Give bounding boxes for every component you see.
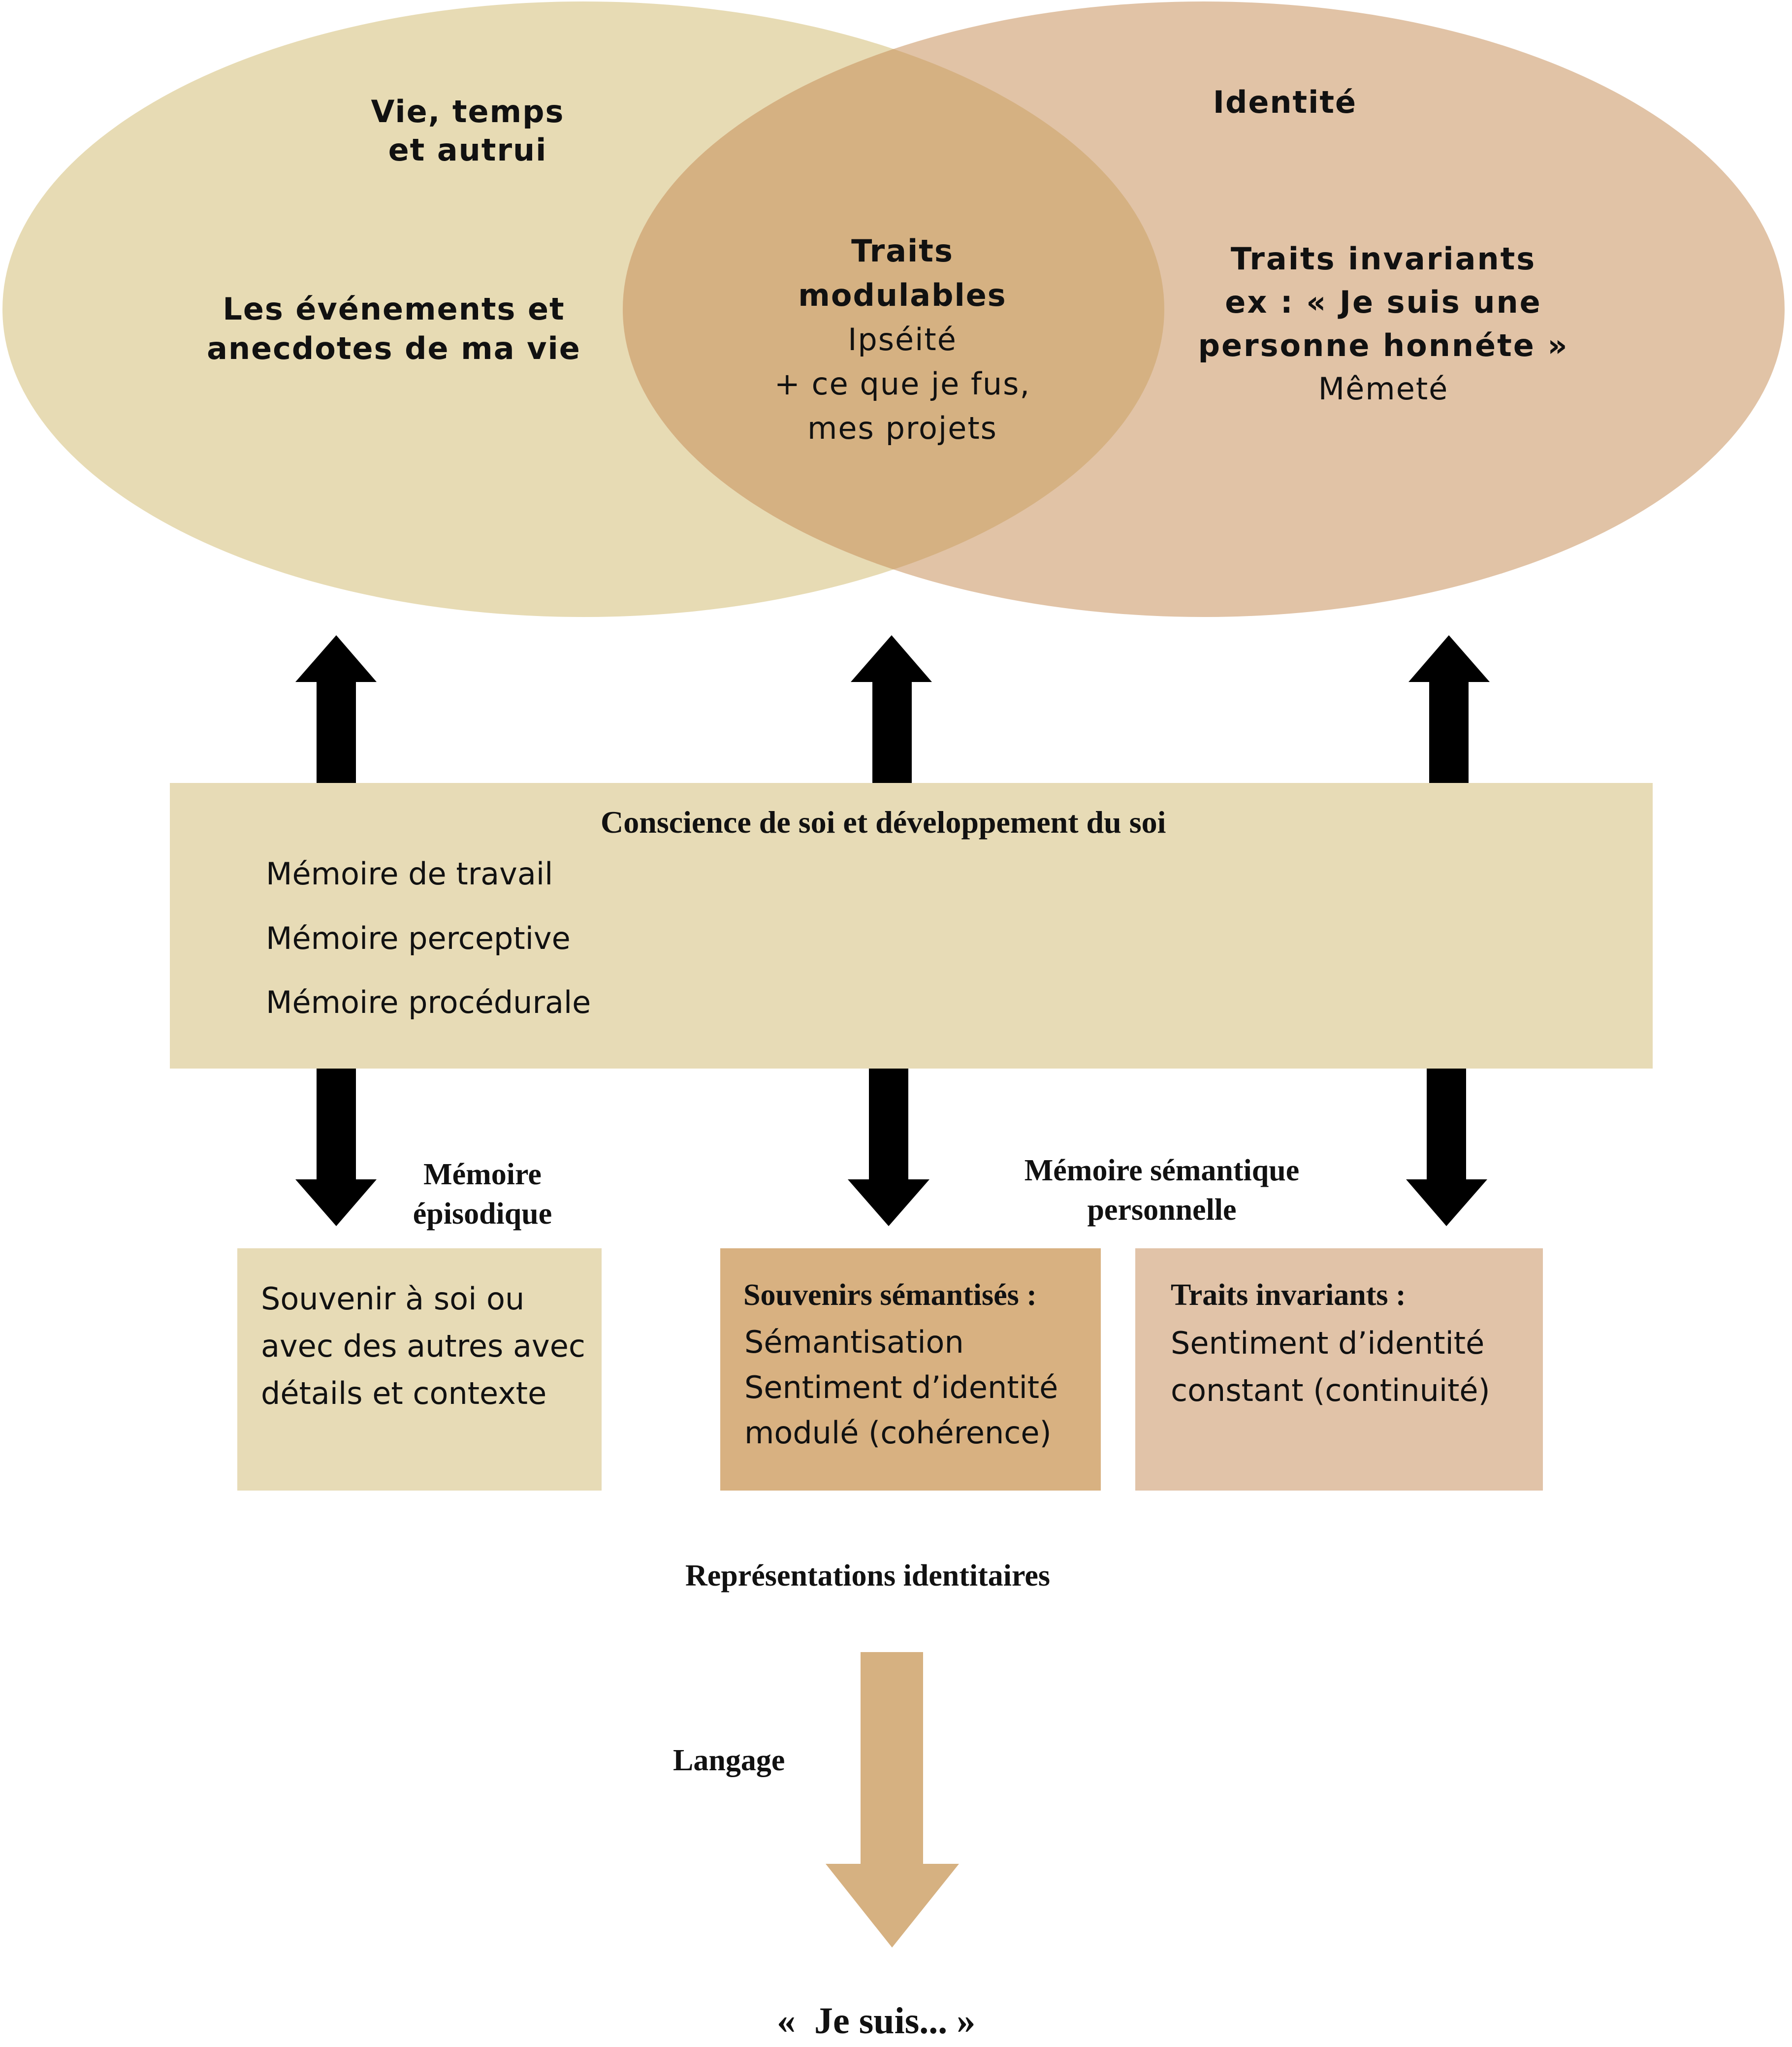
up-arrow-left bbox=[295, 635, 377, 783]
semanticized-box-text: Sémantisation Sentiment d’identité modul… bbox=[744, 1320, 1058, 1456]
semanticized-box-title: Souvenirs sémantisés : bbox=[743, 1278, 1037, 1312]
right-body-line-2: ex : « Je suis une bbox=[1225, 284, 1542, 320]
overlap-heading: Traits modulables bbox=[755, 229, 1050, 318]
identity-representations-label: Représentations identitaires bbox=[685, 1559, 1051, 1592]
semanticized-box-line-2: Sentiment d’identité bbox=[744, 1369, 1058, 1405]
episodic-box-line-3: détails et contexte bbox=[261, 1375, 547, 1411]
down-arrow-right bbox=[1406, 1069, 1487, 1226]
episodic-box-line-1: Souvenir à soi ou bbox=[261, 1281, 525, 1317]
left-heading-line-1: Vie, temps bbox=[371, 94, 565, 130]
episodic-label-line-2: épisodique bbox=[413, 1197, 552, 1231]
overlap-body-line-3: mes projets bbox=[807, 410, 997, 446]
language-label: Langage bbox=[673, 1744, 785, 1777]
overlap-region bbox=[623, 1, 1164, 617]
right-ellipse-body: Mêmeté bbox=[1318, 371, 1449, 407]
right-body-line-1: Traits invariants bbox=[1230, 241, 1536, 277]
overlap-body-line-1: Ipséité bbox=[848, 322, 957, 357]
band-title: Conscience de soi et développement du so… bbox=[601, 805, 1166, 840]
conclusion-label: « Je suis... » bbox=[777, 2000, 976, 2042]
up-arrow-center bbox=[851, 635, 932, 783]
band-item-procedural-memory: Mémoire procédurale bbox=[266, 984, 591, 1020]
down-arrow-left bbox=[295, 1069, 377, 1226]
invariant-box-title: Traits invariants : bbox=[1171, 1278, 1406, 1312]
band-item-perceptual-memory: Mémoire perceptive bbox=[266, 920, 571, 956]
invariant-box-line-1: Sentiment d’identité bbox=[1171, 1325, 1485, 1361]
band-item-working-memory: Mémoire de travail bbox=[266, 856, 553, 892]
invariant-traits-box bbox=[1135, 1248, 1543, 1491]
semanticized-memories-box bbox=[720, 1248, 1101, 1491]
overlap-body: Ipséité + ce que je fus, mes projets bbox=[730, 318, 1075, 451]
invariant-box-line-2: constant (continuité) bbox=[1171, 1372, 1490, 1408]
semantic-label-line-2: personnelle bbox=[1087, 1193, 1237, 1227]
left-body-line-2: anecdotes de ma vie bbox=[207, 330, 581, 366]
left-ellipse-heading: Vie, temps et autrui bbox=[320, 93, 615, 169]
episodic-box bbox=[237, 1248, 602, 1491]
right-ellipse-body-bold: Traits invariants ex : « Je suis une per… bbox=[1162, 237, 1605, 367]
up-arrow-right bbox=[1408, 635, 1490, 783]
right-ellipse-heading: Identité bbox=[1213, 84, 1357, 120]
semantic-memory-label: Mémoire sémantique personnelle bbox=[965, 1151, 1359, 1230]
episodic-box-text: Souvenir à soi ou avec des autres avec d… bbox=[261, 1275, 585, 1417]
semanticized-box-line-3: modulé (cohérence) bbox=[744, 1415, 1052, 1451]
right-body-line-3: personne honnéte » bbox=[1198, 327, 1569, 363]
left-body-line-1: Les événements et bbox=[223, 291, 565, 327]
semanticized-box-line-1: Sémantisation bbox=[744, 1324, 964, 1360]
overlap-heading-line-2: modulables bbox=[798, 277, 1007, 313]
language-arrow bbox=[826, 1652, 959, 1948]
left-ellipse-body: Les événements et anecdotes de ma vie bbox=[197, 290, 591, 368]
left-heading-line-2: et autrui bbox=[388, 132, 547, 168]
episodic-label-line-1: Mémoire bbox=[423, 1158, 542, 1191]
overlap-body-line-2: + ce que je fus, bbox=[774, 366, 1031, 402]
self-awareness-band bbox=[170, 783, 1653, 1069]
invariant-box-text: Sentiment d’identité constant (continuit… bbox=[1171, 1320, 1490, 1414]
semantic-label-line-1: Mémoire sémantique bbox=[1024, 1154, 1300, 1187]
overlap-heading-line-1: Traits bbox=[851, 233, 954, 269]
episodic-box-line-2: avec des autres avec bbox=[261, 1328, 585, 1364]
down-arrow-center bbox=[848, 1069, 929, 1226]
episodic-memory-label: Mémoire épisodique bbox=[384, 1155, 581, 1234]
